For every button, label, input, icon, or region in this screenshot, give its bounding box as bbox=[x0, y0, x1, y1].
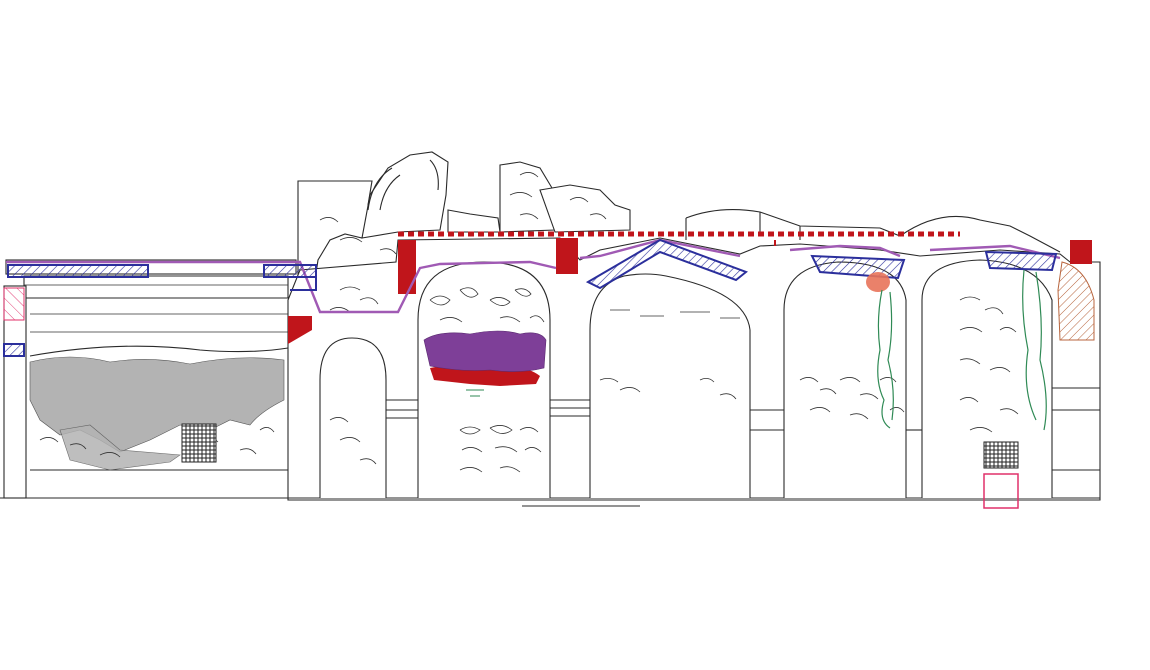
arch-1 bbox=[319, 337, 387, 498]
arch-5 bbox=[921, 259, 1053, 498]
green-cracks bbox=[466, 269, 1047, 431]
salmon-spot bbox=[866, 272, 890, 292]
pink-hatched-block bbox=[3, 287, 25, 321]
brown-hatched-area bbox=[1057, 261, 1095, 341]
magenta-line bbox=[6, 238, 1061, 314]
grille-right bbox=[983, 441, 1019, 469]
upper-ruins bbox=[297, 151, 1061, 301]
arches bbox=[319, 259, 1100, 498]
blue-beams bbox=[3, 238, 1058, 357]
pink-outline-box bbox=[983, 473, 1019, 509]
grille-left bbox=[181, 423, 217, 463]
purple-area bbox=[423, 330, 547, 372]
arch-4 bbox=[783, 261, 907, 498]
arch-3 bbox=[589, 273, 751, 498]
